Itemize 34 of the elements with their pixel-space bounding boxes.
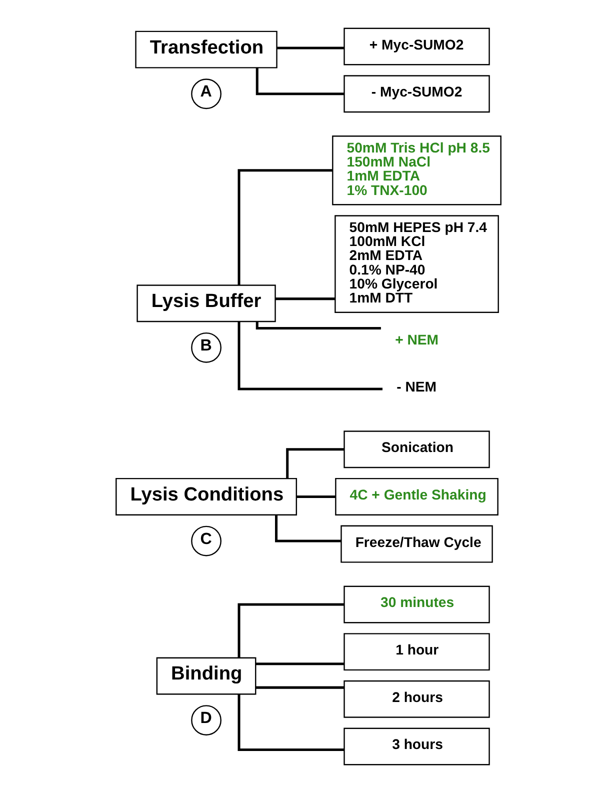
node-box: 3 hours: [343, 728, 490, 766]
node-box: 50mM HEPES pH 7.4 100mM KCl 2mM EDTA 0.1% NP-40 10% Glycerol 1mM DTT: [334, 215, 498, 313]
connector: [255, 68, 344, 96]
node-circle: B: [190, 332, 221, 363]
connector: [255, 686, 344, 689]
connector: [237, 322, 382, 390]
node-box: 50mM Tris HCl pH 8.5 150mM NaCl 1mM EDTA 1% TNX-100: [332, 136, 501, 206]
node-box: 2 hours: [343, 680, 490, 718]
connector: [237, 603, 344, 658]
node-text: + NEM: [394, 331, 438, 348]
connector: [296, 495, 335, 498]
connector: [274, 514, 341, 542]
node-box: + Myc-SUMO2: [343, 28, 490, 66]
node-box: Binding: [156, 657, 256, 695]
node-box: - Myc-SUMO2: [343, 75, 490, 113]
node-box: 30 minutes: [343, 586, 490, 624]
node-box: Lysis Conditions: [115, 478, 297, 516]
connector: [276, 46, 344, 50]
node-text: - NEM: [396, 378, 436, 395]
node-box: Transfection: [134, 30, 277, 68]
node-box: Freeze/Thaw Cycle: [340, 525, 492, 563]
node-box: 1 hour: [343, 633, 490, 671]
node-box: 4C + Gentle Shaking: [334, 478, 498, 516]
node-circle: A: [190, 78, 221, 110]
connector: [255, 662, 344, 666]
connector: [255, 322, 380, 330]
node-circle: D: [190, 705, 221, 736]
connector: [237, 694, 344, 751]
connector: [237, 169, 332, 286]
node-box: Sonication: [343, 430, 490, 468]
node-circle: C: [190, 526, 221, 556]
node-box: Lysis Buffer: [136, 284, 276, 322]
connector: [286, 448, 344, 479]
connector: [274, 298, 335, 300]
